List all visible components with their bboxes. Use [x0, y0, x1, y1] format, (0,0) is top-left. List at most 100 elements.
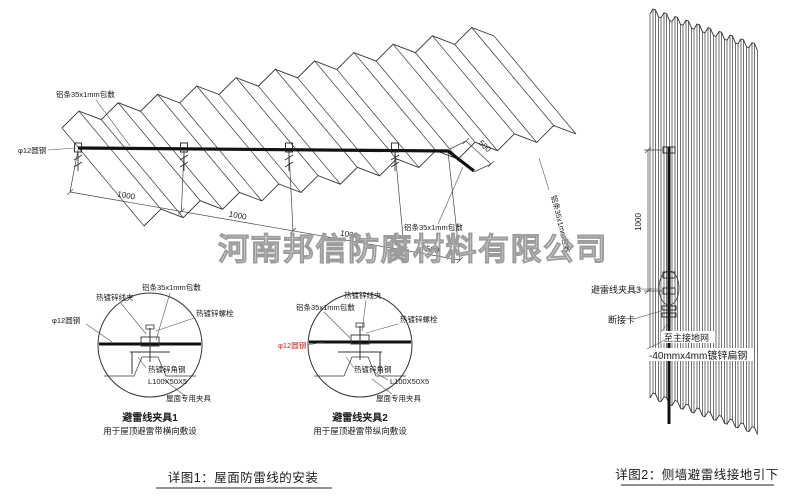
detail2-bolt-nut: [355, 322, 365, 328]
wall-top-edge: [649, 8, 758, 51]
wall-bottom-edge: [649, 392, 758, 435]
lightning-wire: [77, 146, 475, 173]
roof-ridge-line: [258, 85, 341, 185]
roof-ridge-line: [432, 35, 515, 135]
roof-bottom-edge: [143, 124, 577, 227]
dim-1000-b: 1000: [228, 210, 248, 222]
wall-clamp-top: [662, 146, 676, 154]
roof-dimension-chain: 1000 1000 1000 500: [66, 149, 464, 264]
roof-ridge-line: [454, 44, 537, 143]
wall-clamp-low: [662, 287, 676, 295]
roof-isometric-view: 铝条35x1mm包敷 φ12圆钢 铝条35x1mm包敷 铝条35x1mm包敷 1…: [18, 26, 577, 264]
detail1-title: 避雷线夹具1: [121, 411, 178, 424]
detail2-strip-label: 铝条35x1mm包敷: [296, 302, 355, 312]
support-hatch: [390, 154, 400, 161]
roof-ridge-line: [392, 43, 476, 143]
dim-1000-a: 1000: [117, 190, 137, 202]
wall-corrugated-sheet: [649, 8, 758, 435]
caption-detail1: 详图1：屋面防雷线的安装: [168, 470, 318, 485]
roof-strip-top-leader: [95, 99, 131, 147]
dim-500-bend: 500: [477, 138, 493, 154]
detail1-leaders: [85, 292, 195, 396]
dimension-line: [69, 191, 461, 261]
detail2-subtitle: 用于屋顶避雷带纵向敷设: [313, 426, 407, 436]
dim-1000-c: 1000: [339, 229, 359, 241]
roof-ridge-line: [275, 69, 358, 168]
wall-clamp3-label: 避雷线夹具3: [591, 284, 641, 295]
roof-ridge-line: [375, 60, 459, 160]
roof-ridge-line: [61, 127, 145, 227]
detail2-round-steel-label: φ12圆钢: [278, 340, 306, 350]
wall-disconnect-label: 断接卡: [608, 314, 635, 325]
detail2-view: 热镀锌线夹 铝条35x1mm包敷 热镀锌螺栓 φ12圆钢 热镀锌角钢 L100X…: [278, 290, 438, 436]
wall-flat-steel-label: -40mmx4mm镀锌扁钢: [649, 349, 747, 362]
detail1-wire-clamp-label: 热镀锌线夹: [96, 292, 134, 302]
support-hatch: [73, 161, 83, 168]
support-hatch: [179, 161, 189, 168]
detail2-wire-clamp-label: 热镀锌线夹: [344, 290, 382, 300]
bend-extension-lines: [449, 140, 492, 173]
roof-ridge-line: [493, 35, 577, 135]
detail2-angle-spec-label: L100X50X5: [390, 377, 429, 386]
roof-ridge-line: [336, 69, 420, 168]
roof-ridge-line: [101, 119, 184, 218]
roof-ridge-line: [218, 94, 302, 193]
roof-strip-bottom-leader: [437, 166, 464, 225]
roof-ridge-line: [157, 94, 240, 193]
detail1-bolt-label: 热镀锌螺栓: [196, 308, 234, 318]
roof-round-steel-label: φ12圆钢: [18, 145, 46, 155]
wall-detail-balloon: [658, 270, 680, 306]
support-hatch: [390, 161, 400, 168]
detail1-circle: [97, 292, 203, 398]
company-watermark: 河南邦信防腐材料有限公司: [218, 232, 608, 267]
detail2-bolt-label: 热镀锌螺栓: [400, 314, 438, 324]
detail2-leaders: [307, 299, 399, 395]
dimension-ticks: [66, 188, 464, 264]
detail1-fixture-label: 屋面专用夹具: [166, 393, 211, 403]
support-hatch: [73, 154, 83, 161]
flat-steel-label-bg: [646, 348, 754, 361]
bend-dimension-ticks: [462, 137, 495, 168]
disconnect-link-plate-a: [661, 305, 677, 311]
roof-ridge-line: [78, 110, 162, 210]
detail2-fixture-label: 屋面专用夹具: [376, 393, 421, 403]
detail1-view: 热镀锌线夹 铝条35x1mm包敷 热镀锌螺栓 φ12圆钢 热镀锌角钢 L100X…: [52, 282, 234, 436]
roof-ridge-line: [297, 77, 380, 177]
roof-ridge-line: [353, 52, 437, 151]
roof-ridge-line: [235, 77, 319, 176]
roof-ridge-line: [117, 102, 201, 201]
wall-dim-extensions: [644, 149, 662, 292]
wall-to-ground-label: 至主接地网: [664, 332, 709, 343]
caption-detail2: 详图2：侧墙避雷线接地引下: [615, 467, 778, 482]
bend-dimension-line: [465, 140, 492, 165]
wall-dim-1000: 1000: [634, 213, 643, 231]
wall-label-leaders: [646, 321, 670, 350]
wall-leaders: [633, 288, 662, 320]
roof-ridge-line: [471, 27, 554, 126]
roof-ridge-line: [196, 85, 280, 185]
support-hatch: [284, 161, 294, 168]
roof-ridge-line: [314, 60, 397, 160]
disconnect-link-plate-b: [661, 312, 677, 318]
roof-strip-right-leader: [538, 157, 550, 191]
detail1-bolt-nut: [145, 324, 155, 330]
roof-ridge-line: [140, 111, 223, 210]
detail1-angle-steel-label: 热镀锌角钢: [148, 364, 186, 374]
dimension-extension-lines: [69, 149, 461, 261]
wall-dimension: 1000: [634, 146, 662, 295]
roof-strip-top-label: 铝条35x1mm包敷: [56, 89, 115, 99]
wall-view: 1000 避雷线夹具3 断接卡 至主接地网 -40mmx4mm镀锌扁钢: [591, 8, 758, 435]
roof-strip-bottom-label: 铝条35x1mm包敷: [404, 222, 463, 232]
detail2-title: 避雷线夹具2: [331, 411, 388, 424]
detail1-strip-label: 铝条35x1mm包敷: [142, 282, 201, 292]
roof-corrugated-sheet: [61, 26, 577, 227]
to-ground-label-bg: [661, 331, 715, 343]
roof-round-steel-leader: [47, 147, 77, 151]
roof-ridge-line: [415, 52, 498, 151]
detail1-round-steel-label: φ12圆钢: [52, 315, 80, 325]
detail1-angle-spec-label: L100X50X5: [148, 377, 187, 386]
roof-bend-dimension: 500: [449, 137, 495, 173]
detail1-subtitle: 用于屋顶避雷带横向敷设: [103, 426, 197, 436]
